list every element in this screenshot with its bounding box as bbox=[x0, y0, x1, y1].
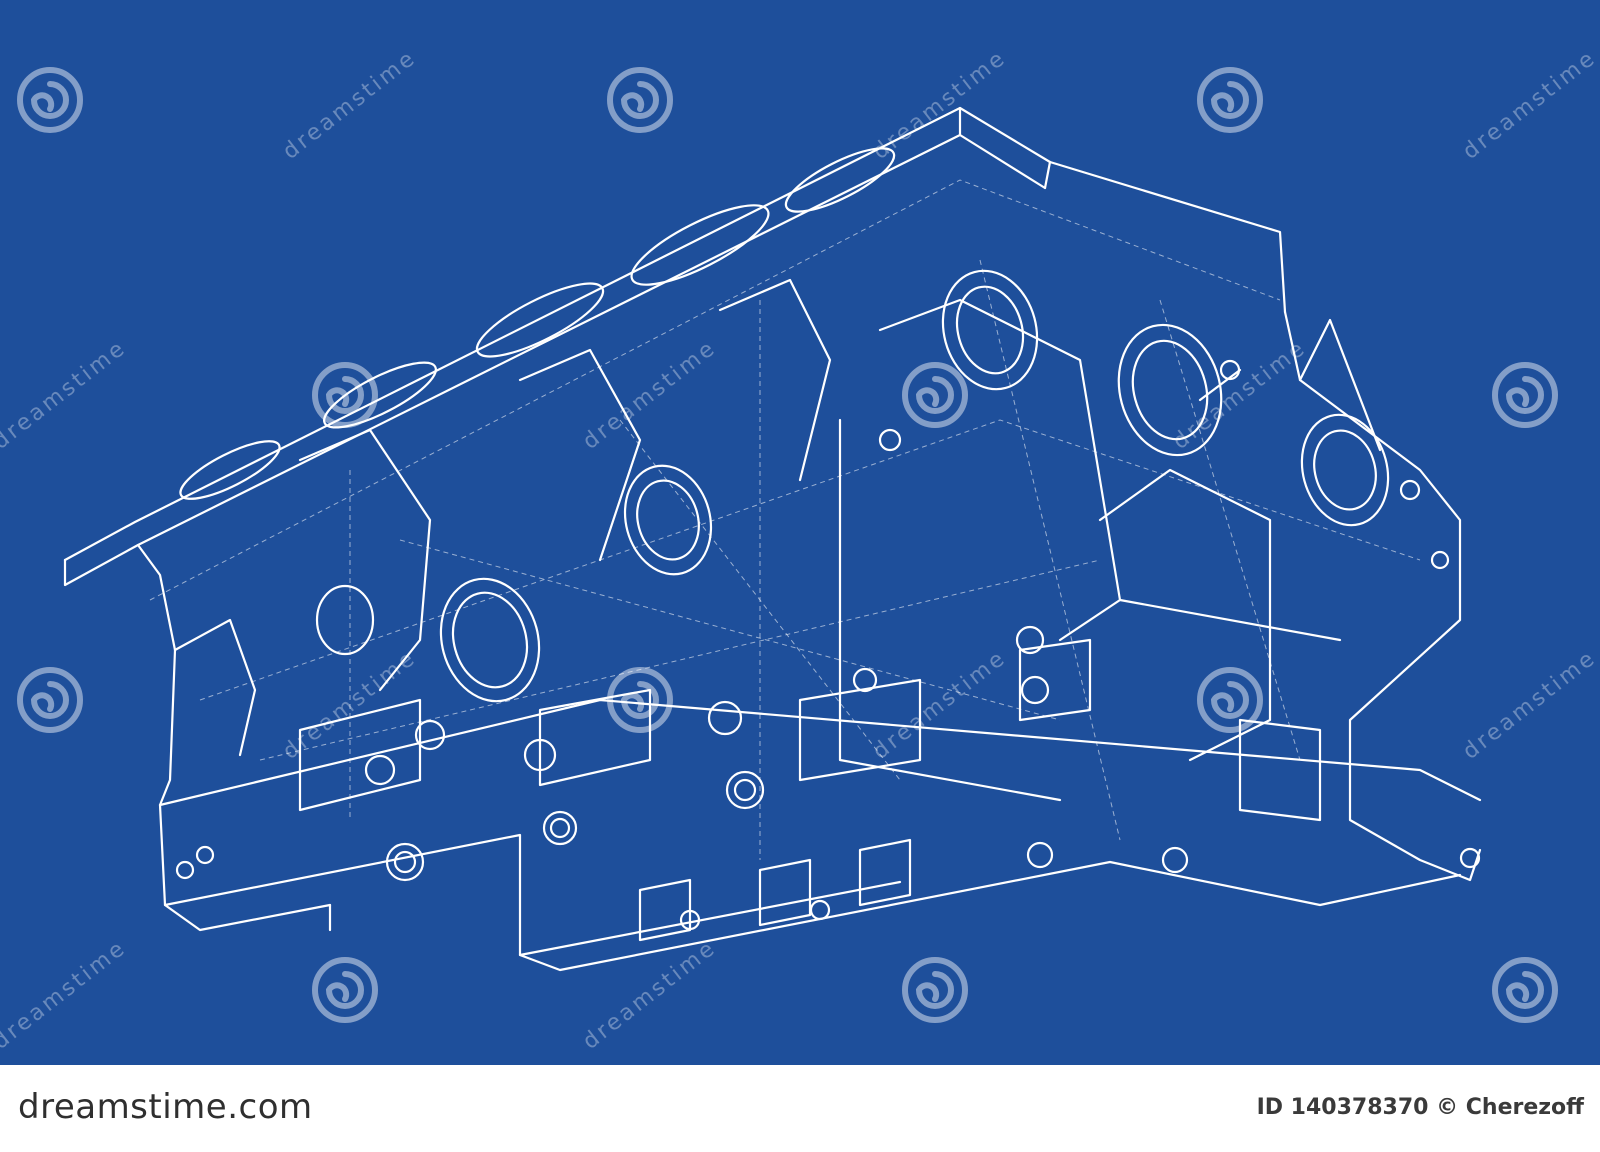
spiral-logo-icon bbox=[607, 67, 673, 133]
blueprint-illustration: dreamstime dreamstime dreamstime dreamst… bbox=[0, 0, 1600, 1065]
spiral-logo-icon bbox=[902, 362, 968, 428]
spiral-logo-icon bbox=[1197, 67, 1263, 133]
watermark-texts: dreamstime dreamstime dreamstime dreamst… bbox=[0, 45, 1600, 1055]
spiral-logo-icon bbox=[1197, 667, 1263, 733]
watermark-text: dreamstime bbox=[278, 45, 421, 165]
spiral-logo-icon bbox=[902, 957, 968, 1023]
watermark-text: dreamstime bbox=[868, 45, 1011, 165]
spiral-logo-icon bbox=[312, 957, 378, 1023]
image-credit: ID 140378370 © Cherezoff bbox=[1256, 1095, 1584, 1120]
watermark-text: dreamstime bbox=[578, 335, 721, 455]
footer-bar: dreamstime.com ID 140378370 © Cherezoff bbox=[0, 1065, 1600, 1152]
brand-logo: dreamstime.com bbox=[18, 1087, 313, 1127]
spiral-logo-icon bbox=[17, 67, 83, 133]
spiral-logo-icon bbox=[1492, 957, 1558, 1023]
spiral-logo-icon bbox=[312, 362, 378, 428]
spiral-logo-icon bbox=[607, 667, 673, 733]
watermark-text: dreamstime bbox=[868, 645, 1011, 765]
watermark-spirals bbox=[17, 67, 1558, 1023]
spiral-logo-icon bbox=[17, 667, 83, 733]
watermark-text: dreamstime bbox=[0, 335, 131, 455]
watermark-text: dreamstime bbox=[0, 935, 131, 1055]
watermark-text: dreamstime bbox=[1458, 45, 1600, 165]
engine-block-wireframe: dreamstime dreamstime dreamstime dreamst… bbox=[0, 45, 1600, 1055]
spiral-logo-icon bbox=[1492, 362, 1558, 428]
watermark-text: dreamstime bbox=[1458, 645, 1600, 765]
